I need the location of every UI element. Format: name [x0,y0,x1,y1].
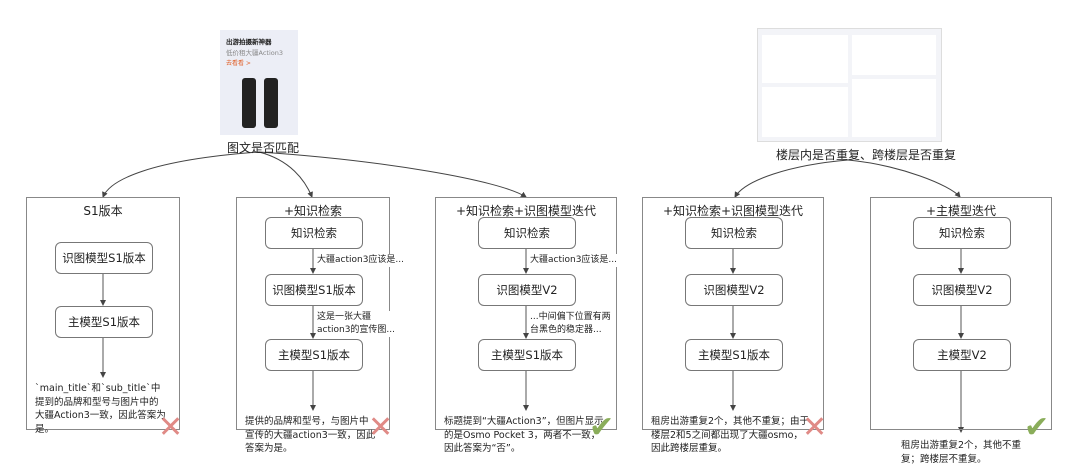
model-box: 识图模型V2 [478,274,576,306]
camera-icon [242,78,256,128]
panel-title: +知识检索+识图模型迭代 [662,204,804,218]
camera-icon [264,78,278,128]
edge-label: 大疆action3应该是... [317,254,405,267]
panel-title: +主模型迭代 [925,204,997,218]
edge-label: ...中间偏下位置有两 台黑色的稳定器... [530,311,611,337]
panel-1: S1版本识图模型S1版本主模型S1版本 `main_title`和`sub_tit… [26,197,180,435]
result-text: 租房出游重复2个，其他不重复；由于楼层2和5之间都出现了大疆osmo，因此跨楼层… [651,416,810,454]
model-box: 识图模型S1版本 [265,274,363,306]
model-box: 主模型S1版本 [265,339,363,371]
cross-icon: ✕ [158,410,184,445]
panel-title: +知识检索+识图模型迭代 [455,204,597,218]
result-text: `main_title`和`sub_title`中提到的品牌和型号与图片中的大疆… [35,383,166,435]
model-box: 知识检索 [265,217,363,249]
caption-image-text-match: 图文是否匹配 [227,141,300,155]
panel-4: +知识检索+识图模型迭代知识检索识图模型V2 主模型S1版本租房出游重复2个，其他… [642,197,824,454]
ad-subtitle: 低价租大疆Action3 [226,49,283,57]
model-box: 识图模型S1版本 [55,242,153,274]
result-text: 标题提到“大疆Action3”，但图片显示的是Osmo Pocket 3，两者不… [444,416,604,454]
ad-link: 去看看 > [226,60,251,67]
panel-5: +主模型迭代知识检索识图模型V2 主模型V2 租房出游重复2个，其他不重复；跨楼层不… [870,197,1052,465]
checkmark-icon: ✔ [589,410,615,445]
result-text: 提供的品牌和型号，与图片中宣传的大疆action3一致，因此答案为是。 [245,416,376,454]
panel-title: S1版本 [83,204,123,218]
panel-title: +知识检索 [283,204,343,218]
ad-image-thumbnail: 出游拍摄新神器 低价租大疆Action3 去看看 > [220,30,298,135]
floor-screenshot-thumbnail [757,28,942,142]
checkmark-icon: ✔ [1024,410,1050,445]
panel-2: +知识检索知识检索识图模型S1版本主模型S1版本 大疆action3应该是... 这… [236,197,405,454]
edge-label: 这是一张大疆 action3的宣传图... [317,311,396,337]
cross-icon: ✕ [368,410,394,445]
ad-title: 出游拍摄新神器 [226,38,272,46]
result-text: 租房出游重复2个，其他不重复；跨楼层不重复。 [901,440,1022,465]
model-box: 主模型V2 [913,339,1011,371]
model-box: 主模型S1版本 [55,306,153,338]
caption-floor-duplicate: 楼层内是否重复、跨楼层是否重复 [776,148,957,162]
model-box: 识图模型V2 [913,274,1011,306]
model-box: 知识检索 [685,217,783,249]
model-box: 知识检索 [913,217,1011,249]
model-box: 主模型S1版本 [685,339,783,371]
model-box: 识图模型V2 [685,274,783,306]
cross-icon: ✕ [802,410,828,445]
edge-label: 大疆action3应该是... [530,254,618,267]
panel-3: +知识检索+识图模型迭代知识检索识图模型V2 主模型S1版本 大疆action3应该… [435,197,618,454]
model-box: 主模型S1版本 [478,339,576,371]
model-box: 知识检索 [478,217,576,249]
